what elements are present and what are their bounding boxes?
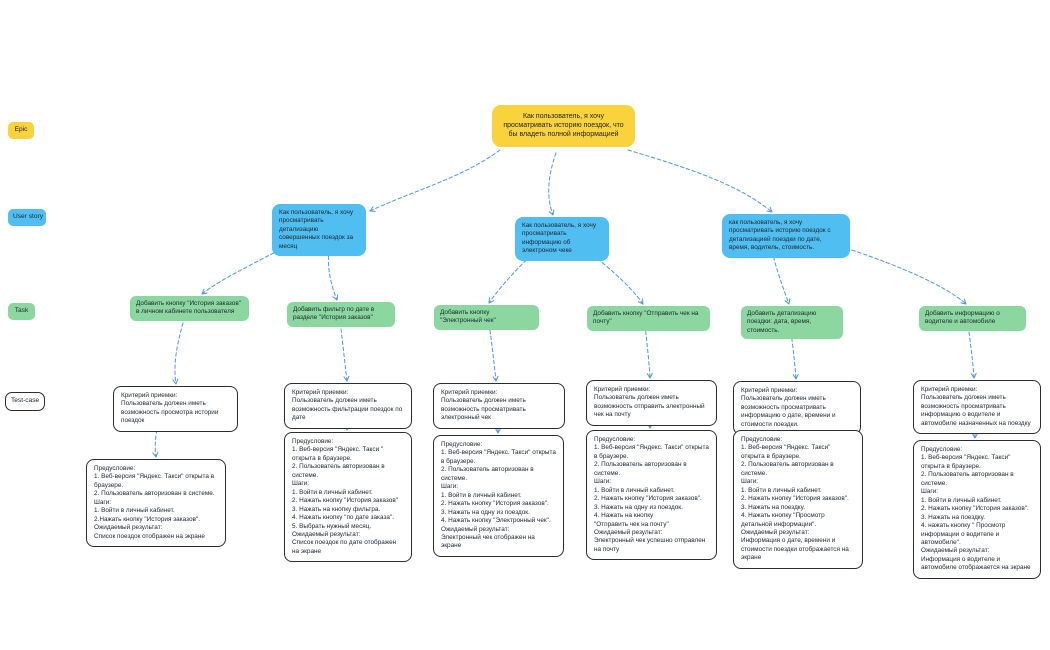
connector-us3-task6 xyxy=(845,247,967,305)
test-case-criteria-node[interactable]: Критерий приемки: Пользователь должен им… xyxy=(284,383,412,429)
legend-user-story[interactable]: User story xyxy=(8,209,46,226)
test-case-scenario-node[interactable]: Предусловие: 1. Веб-версия "Яндекс. Такс… xyxy=(433,435,564,557)
connector-task3-crit3 xyxy=(488,323,499,382)
test-case-scenario-node[interactable]: Предусловие: 1. Веб-версия "Яндекс. Такс… xyxy=(733,430,863,569)
task-node-driver-info[interactable]: Добавить информацию о водителе и автомоб… xyxy=(919,306,1026,331)
connector-task5-crit5 xyxy=(790,331,799,380)
test-case-criteria-node[interactable]: Критерий приемки: Пользователь должен им… xyxy=(586,380,717,426)
connector-task6-crit6 xyxy=(968,331,977,379)
connector-us3-task5 xyxy=(771,250,791,305)
test-case-scenario-node[interactable]: Предусловие: 1. Веб-версия "Яндекс. Такс… xyxy=(586,430,717,561)
task-node-trip-detail[interactable]: Добавить детализацию поездки: дата, врем… xyxy=(741,306,843,340)
epic-node[interactable]: Как пользователь, я хочу просматривать и… xyxy=(492,105,635,147)
connector-task1-crit1 xyxy=(172,322,184,385)
task-node-date-filter[interactable]: Добавить фильтр по дате в разделе "Истор… xyxy=(287,302,395,327)
connector-task4-crit4 xyxy=(644,324,653,379)
user-story-node-e-receipt[interactable]: Как пользователь, я хочу просматривать и… xyxy=(515,217,609,261)
connector-task2-crit2 xyxy=(340,328,350,382)
legend-task[interactable]: Task xyxy=(8,303,35,320)
test-case-scenario-node[interactable]: Предусловие: 1. Веб-версия "Яндекс. Такс… xyxy=(284,432,412,563)
user-story-node-history-details[interactable]: Как пользователь, я хочу просматривать д… xyxy=(272,204,366,257)
task-node-send-receipt-button[interactable]: Добавить кнопку "Отправить чек на почту" xyxy=(587,306,710,331)
task-node-history-button[interactable]: Добавить кнопку "История заказов" в личн… xyxy=(130,296,249,321)
task-node-e-receipt-button[interactable]: Добавить кнопку "Электронный чек" xyxy=(434,305,539,330)
user-story-node-trip-details[interactable]: как пользователь, я хочу просматривать и… xyxy=(722,214,850,258)
test-case-scenario-node[interactable]: Предусловие: 1. Веб-версия "Яндекс. Такс… xyxy=(86,459,226,548)
connector-epic-us2 xyxy=(548,152,557,216)
test-case-criteria-node[interactable]: Критерий приемки: Пользователь должен им… xyxy=(913,380,1041,435)
connector-epic-us1 xyxy=(369,149,501,212)
legend-test-case[interactable]: Test-case xyxy=(5,392,45,411)
test-case-criteria-node[interactable]: Критерий приемки: Пользователь должен им… xyxy=(733,381,861,436)
legend-epic[interactable]: Epic xyxy=(8,122,34,139)
test-case-scenario-node[interactable]: Предусловие: 1. Веб-версия "Яндекс. Такс… xyxy=(913,440,1041,579)
connector-epic-us3 xyxy=(627,149,773,213)
test-case-criteria-node[interactable]: Критерий приемки: Пользователь должен им… xyxy=(433,383,565,429)
test-case-criteria-node[interactable]: Критерий приемки: Пользователь должен им… xyxy=(113,386,238,432)
